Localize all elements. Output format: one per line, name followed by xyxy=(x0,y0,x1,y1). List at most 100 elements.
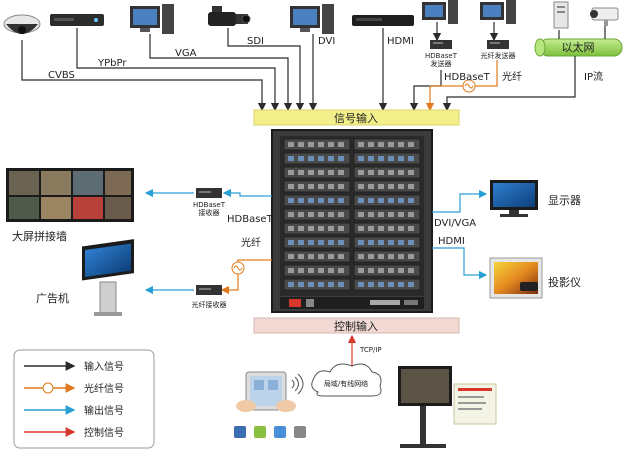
card-port xyxy=(288,282,294,287)
card-port xyxy=(308,156,314,161)
dvi-label: DVI xyxy=(318,36,335,47)
card-port xyxy=(288,184,294,189)
card-port xyxy=(298,226,304,231)
card-port xyxy=(288,170,294,175)
card-port xyxy=(358,240,364,245)
card-slots xyxy=(283,138,421,291)
card-port xyxy=(328,142,334,147)
dvi-vga-label: DVI/VGA xyxy=(434,218,476,229)
card-slot xyxy=(283,194,351,207)
card-port xyxy=(288,142,294,147)
card-port xyxy=(338,198,344,203)
ad-player-kiosk-icon xyxy=(82,239,134,316)
network-cloud-icon xyxy=(311,363,382,397)
card-port xyxy=(328,268,334,273)
card-port xyxy=(378,170,384,175)
card-slot xyxy=(353,138,421,151)
card-port xyxy=(318,226,324,231)
card-port xyxy=(308,226,314,231)
hdmi-player-icon xyxy=(352,15,414,26)
card-port xyxy=(408,198,414,203)
legend-label-output: 输出信号 xyxy=(84,404,124,417)
card-port xyxy=(368,212,374,217)
card-slot xyxy=(283,138,351,151)
card-port xyxy=(288,268,294,273)
card-port xyxy=(388,212,394,217)
card-port xyxy=(378,198,384,203)
card-port xyxy=(308,240,314,245)
ypbpr-label: YPbPr xyxy=(97,58,127,69)
ip-camera-icon xyxy=(590,7,619,26)
touch-panel-stand-icon xyxy=(398,366,497,448)
card-port xyxy=(338,282,344,287)
card-port xyxy=(378,212,384,217)
card-port xyxy=(318,282,324,287)
card-port xyxy=(308,142,314,147)
card-port xyxy=(318,198,324,203)
card-port xyxy=(408,226,414,231)
card-port xyxy=(408,254,414,259)
card-slot xyxy=(353,180,421,193)
card-port xyxy=(318,142,324,147)
card-port xyxy=(328,212,334,217)
legend-label-input: 输入信号 xyxy=(84,360,124,373)
card-port xyxy=(338,240,344,245)
card-port xyxy=(298,240,304,245)
tablet-icon xyxy=(236,371,296,412)
card-port xyxy=(378,254,384,259)
network-label: 局域/有线网络 xyxy=(324,379,368,388)
card-port xyxy=(338,142,344,147)
card-port xyxy=(358,156,364,161)
card-port xyxy=(338,156,344,161)
card-port xyxy=(378,142,384,147)
card-port xyxy=(398,254,404,259)
card-port xyxy=(398,142,404,147)
computer-icon xyxy=(480,0,516,24)
card-port xyxy=(288,198,294,203)
card-port xyxy=(338,170,344,175)
card-port xyxy=(298,212,304,217)
legend-label-control: 控制信号 xyxy=(84,426,124,439)
card-port xyxy=(388,170,394,175)
card-port xyxy=(308,198,314,203)
card-port xyxy=(398,226,404,231)
card-port xyxy=(398,240,404,245)
card-port xyxy=(358,212,364,217)
fiber-output-line xyxy=(220,259,272,295)
card-port xyxy=(378,156,384,161)
card-port xyxy=(328,198,334,203)
dome-camera-icon xyxy=(3,14,41,34)
card-port xyxy=(308,268,314,273)
card-port xyxy=(358,142,364,147)
card-slot xyxy=(353,278,421,291)
card-port xyxy=(368,226,374,231)
cvbs-label: CVBS xyxy=(48,70,75,81)
card-port xyxy=(338,268,344,273)
card-port xyxy=(368,156,374,161)
monitor-icon xyxy=(490,180,538,217)
video-camera-icon xyxy=(208,6,251,26)
card-port xyxy=(328,226,334,231)
card-port xyxy=(338,212,344,217)
card-slot xyxy=(353,208,421,221)
fiber-sender-icon xyxy=(487,40,509,49)
card-port xyxy=(358,226,364,231)
card-port xyxy=(338,254,344,259)
card-slot xyxy=(283,250,351,263)
card-port xyxy=(388,226,394,231)
control-input-bar xyxy=(253,317,460,334)
hdbaset-receiver-icon xyxy=(196,188,222,198)
hdbaset-receiver-label-2: 接收器 xyxy=(199,208,220,217)
card-port xyxy=(388,156,394,161)
card-port xyxy=(358,198,364,203)
card-port xyxy=(318,184,324,189)
card-port xyxy=(398,282,404,287)
hdmi-output-line xyxy=(432,247,488,280)
card-port xyxy=(368,170,374,175)
card-port xyxy=(388,268,394,273)
card-port xyxy=(328,156,334,161)
card-port xyxy=(298,198,304,203)
card-port xyxy=(388,198,394,203)
card-port xyxy=(308,184,314,189)
